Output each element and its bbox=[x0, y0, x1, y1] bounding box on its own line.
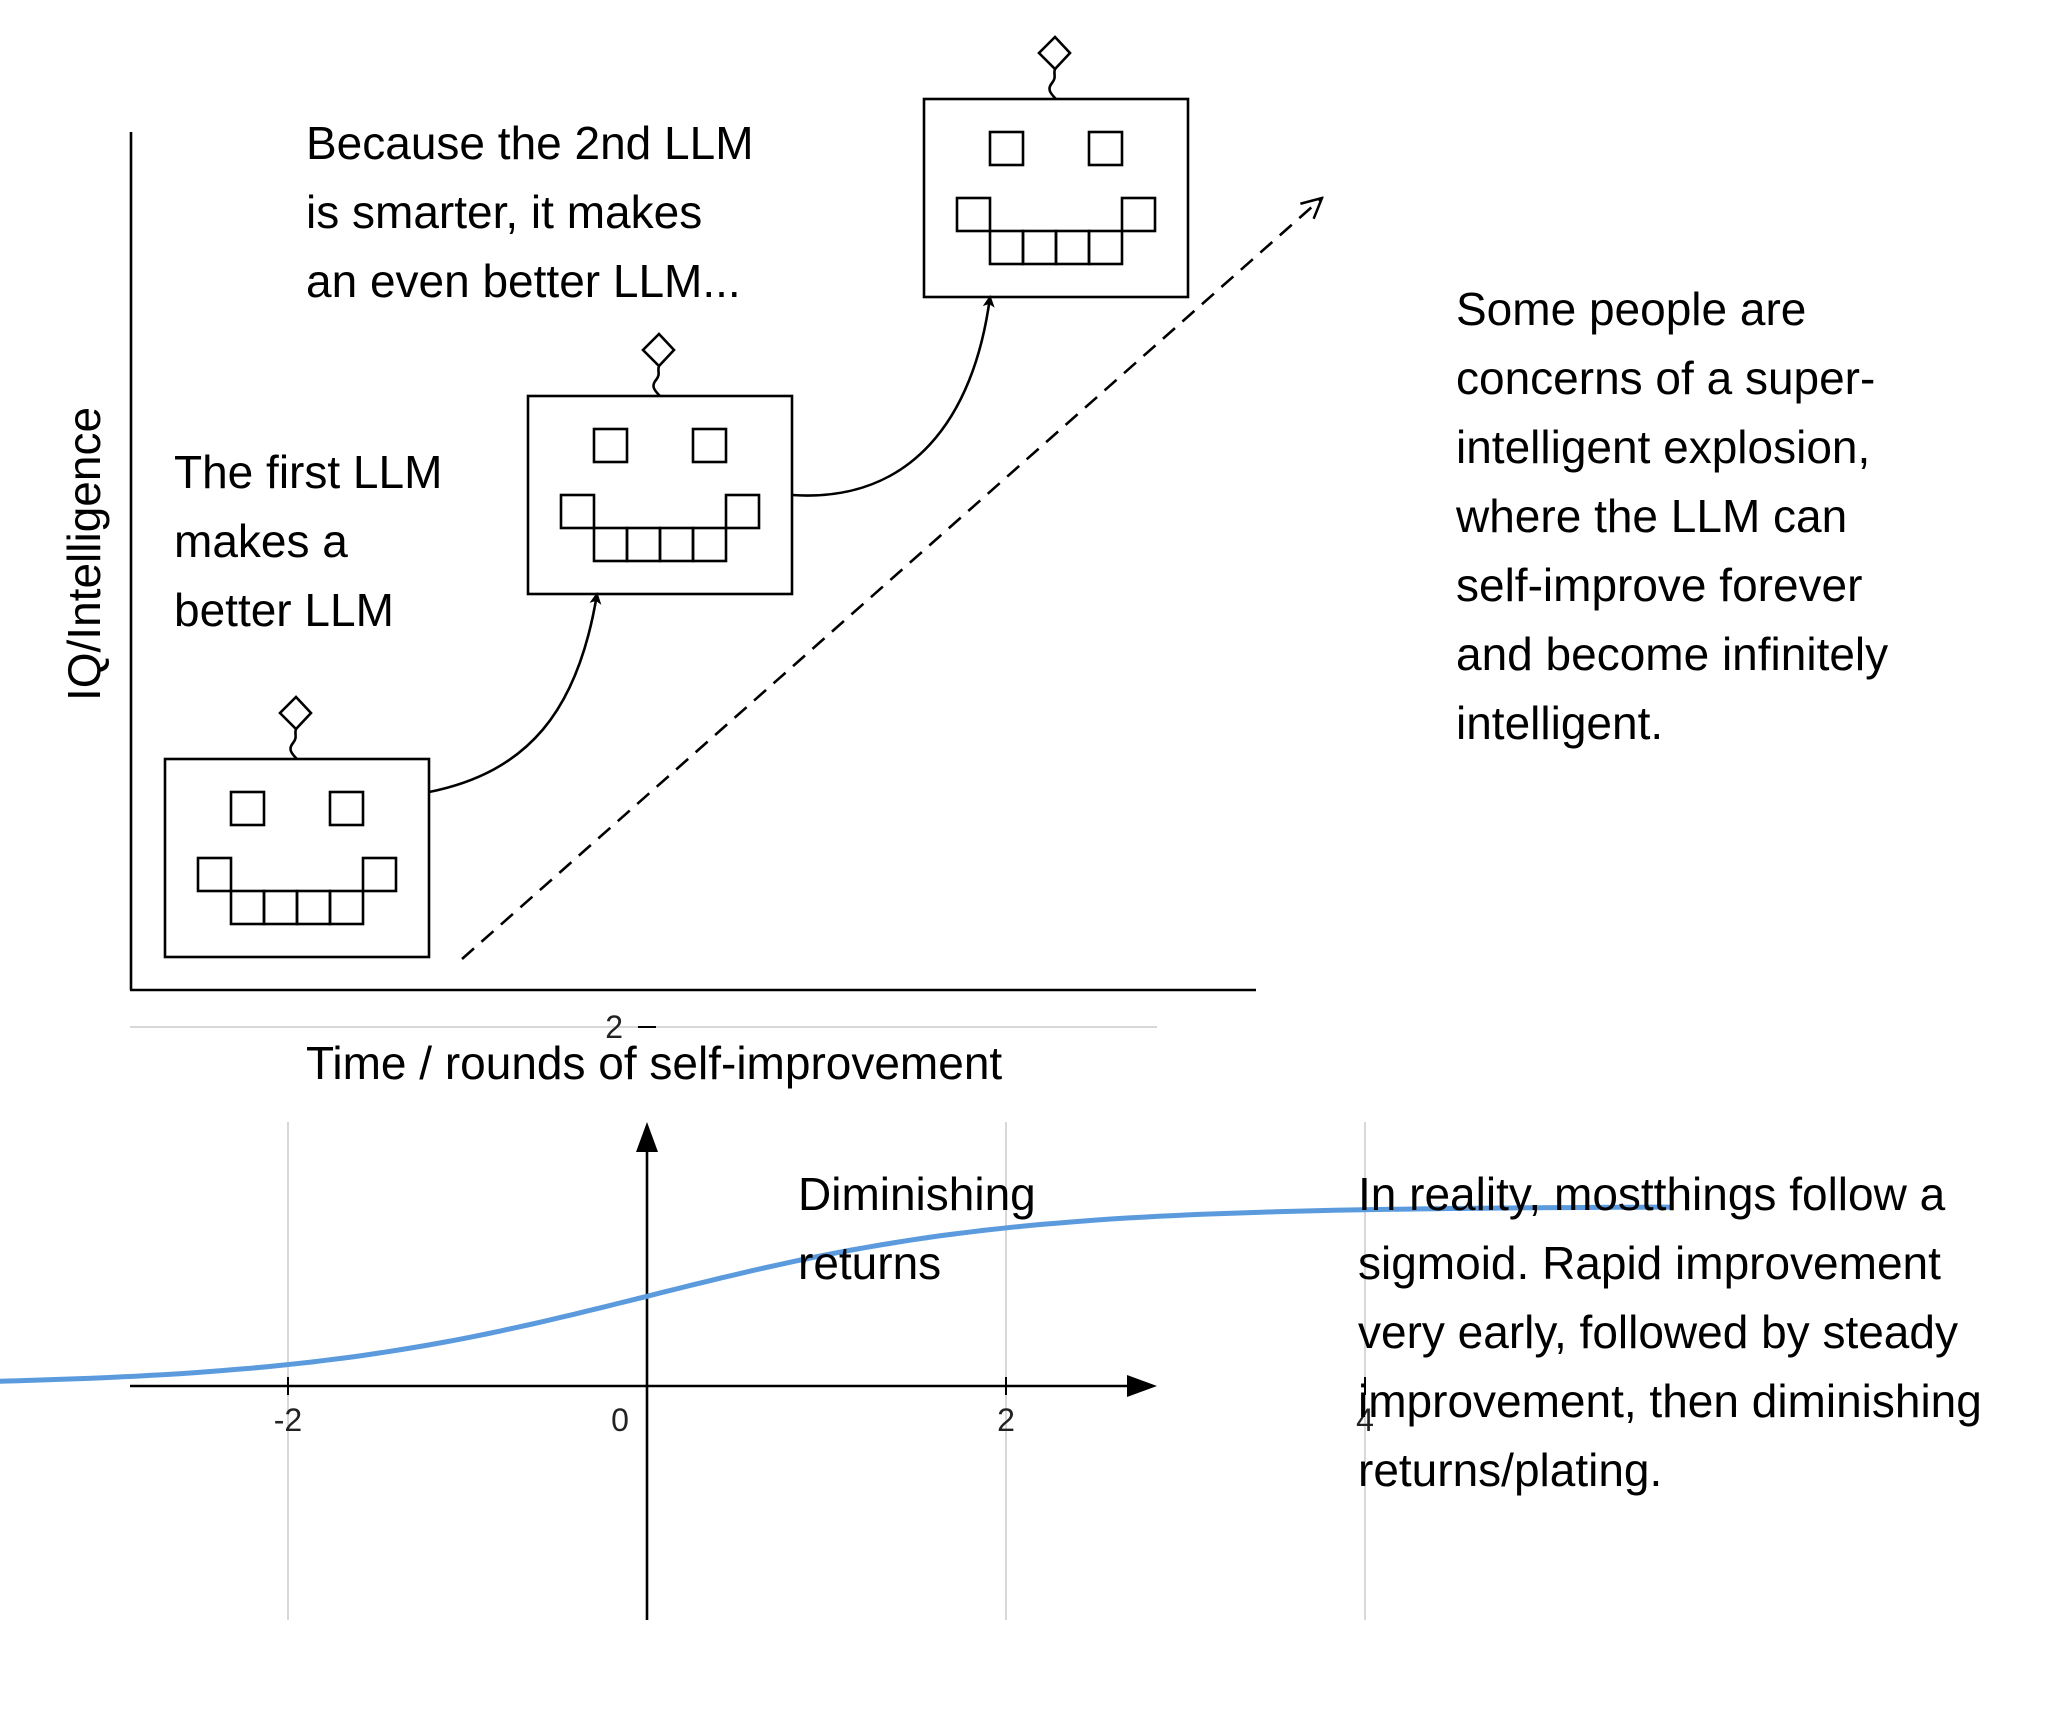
note-line: better LLM bbox=[174, 584, 394, 636]
improvement-arrow bbox=[791, 295, 995, 497]
first-llm-note: The first LLM makes a better LLM bbox=[174, 438, 442, 645]
x-tick-label: 4 bbox=[1356, 1402, 1374, 1438]
trend-arrow-dashed bbox=[461, 198, 1322, 960]
caption-line: sigmoid. Rapid improvement bbox=[1358, 1237, 1941, 1289]
x-tick-label: -2 bbox=[274, 1402, 302, 1438]
y-axis-label: IQ/Intelligence bbox=[58, 406, 110, 702]
caption-line: concerns of a super- bbox=[1456, 352, 1876, 404]
sigmoid-curve bbox=[0, 1204, 1673, 1384]
note-line: an even better LLM... bbox=[306, 255, 741, 307]
caption-line: returns/plating. bbox=[1358, 1444, 1663, 1496]
note-line: The first LLM bbox=[174, 446, 443, 498]
caption-line: where the LLM can bbox=[1456, 490, 1848, 542]
note-line: Because the 2nd LLM bbox=[306, 117, 754, 169]
caption-line: In reality, mostthings follow a bbox=[1358, 1168, 1946, 1220]
caption-line: Some people are bbox=[1456, 283, 1807, 335]
annotation-line: returns bbox=[798, 1237, 942, 1289]
robot-icon bbox=[526, 332, 794, 596]
caption-line: improvement, then diminishing bbox=[1358, 1375, 1982, 1427]
x-axis-label: Time / rounds of self-improvement bbox=[306, 1037, 1003, 1089]
caption-line: intelligent. bbox=[1456, 697, 1664, 749]
x-tick-label: 0 bbox=[611, 1402, 629, 1438]
x-tick-label: 2 bbox=[997, 1402, 1015, 1438]
note-line: makes a bbox=[174, 515, 348, 567]
caption-line: and become infinitely bbox=[1456, 628, 1889, 680]
robot-icon bbox=[163, 695, 431, 959]
annotation-line: Diminishing bbox=[798, 1168, 1036, 1220]
caption-line: very early, followed by steady bbox=[1358, 1306, 1958, 1358]
robot-icon bbox=[922, 35, 1190, 299]
y-axis-arrow bbox=[636, 1122, 658, 1152]
second-llm-note: Because the 2nd LLM is smarter, it makes… bbox=[306, 109, 754, 316]
y-tick-label: 2 bbox=[605, 1009, 623, 1045]
caption-line: self-improve forever bbox=[1456, 559, 1863, 611]
x-axis-arrow bbox=[1127, 1375, 1157, 1397]
caption-line: intelligent explosion, bbox=[1456, 421, 1871, 473]
sigmoid-caption: In reality, mostthings follow a sigmoid.… bbox=[1358, 1160, 1982, 1505]
improvement-arrow bbox=[428, 592, 602, 794]
note-line: is smarter, it makes bbox=[306, 186, 703, 238]
diminishing-returns-label: Diminishing returns bbox=[798, 1160, 1036, 1298]
explosion-caption: Some people are concerns of a super- int… bbox=[1456, 275, 1888, 758]
